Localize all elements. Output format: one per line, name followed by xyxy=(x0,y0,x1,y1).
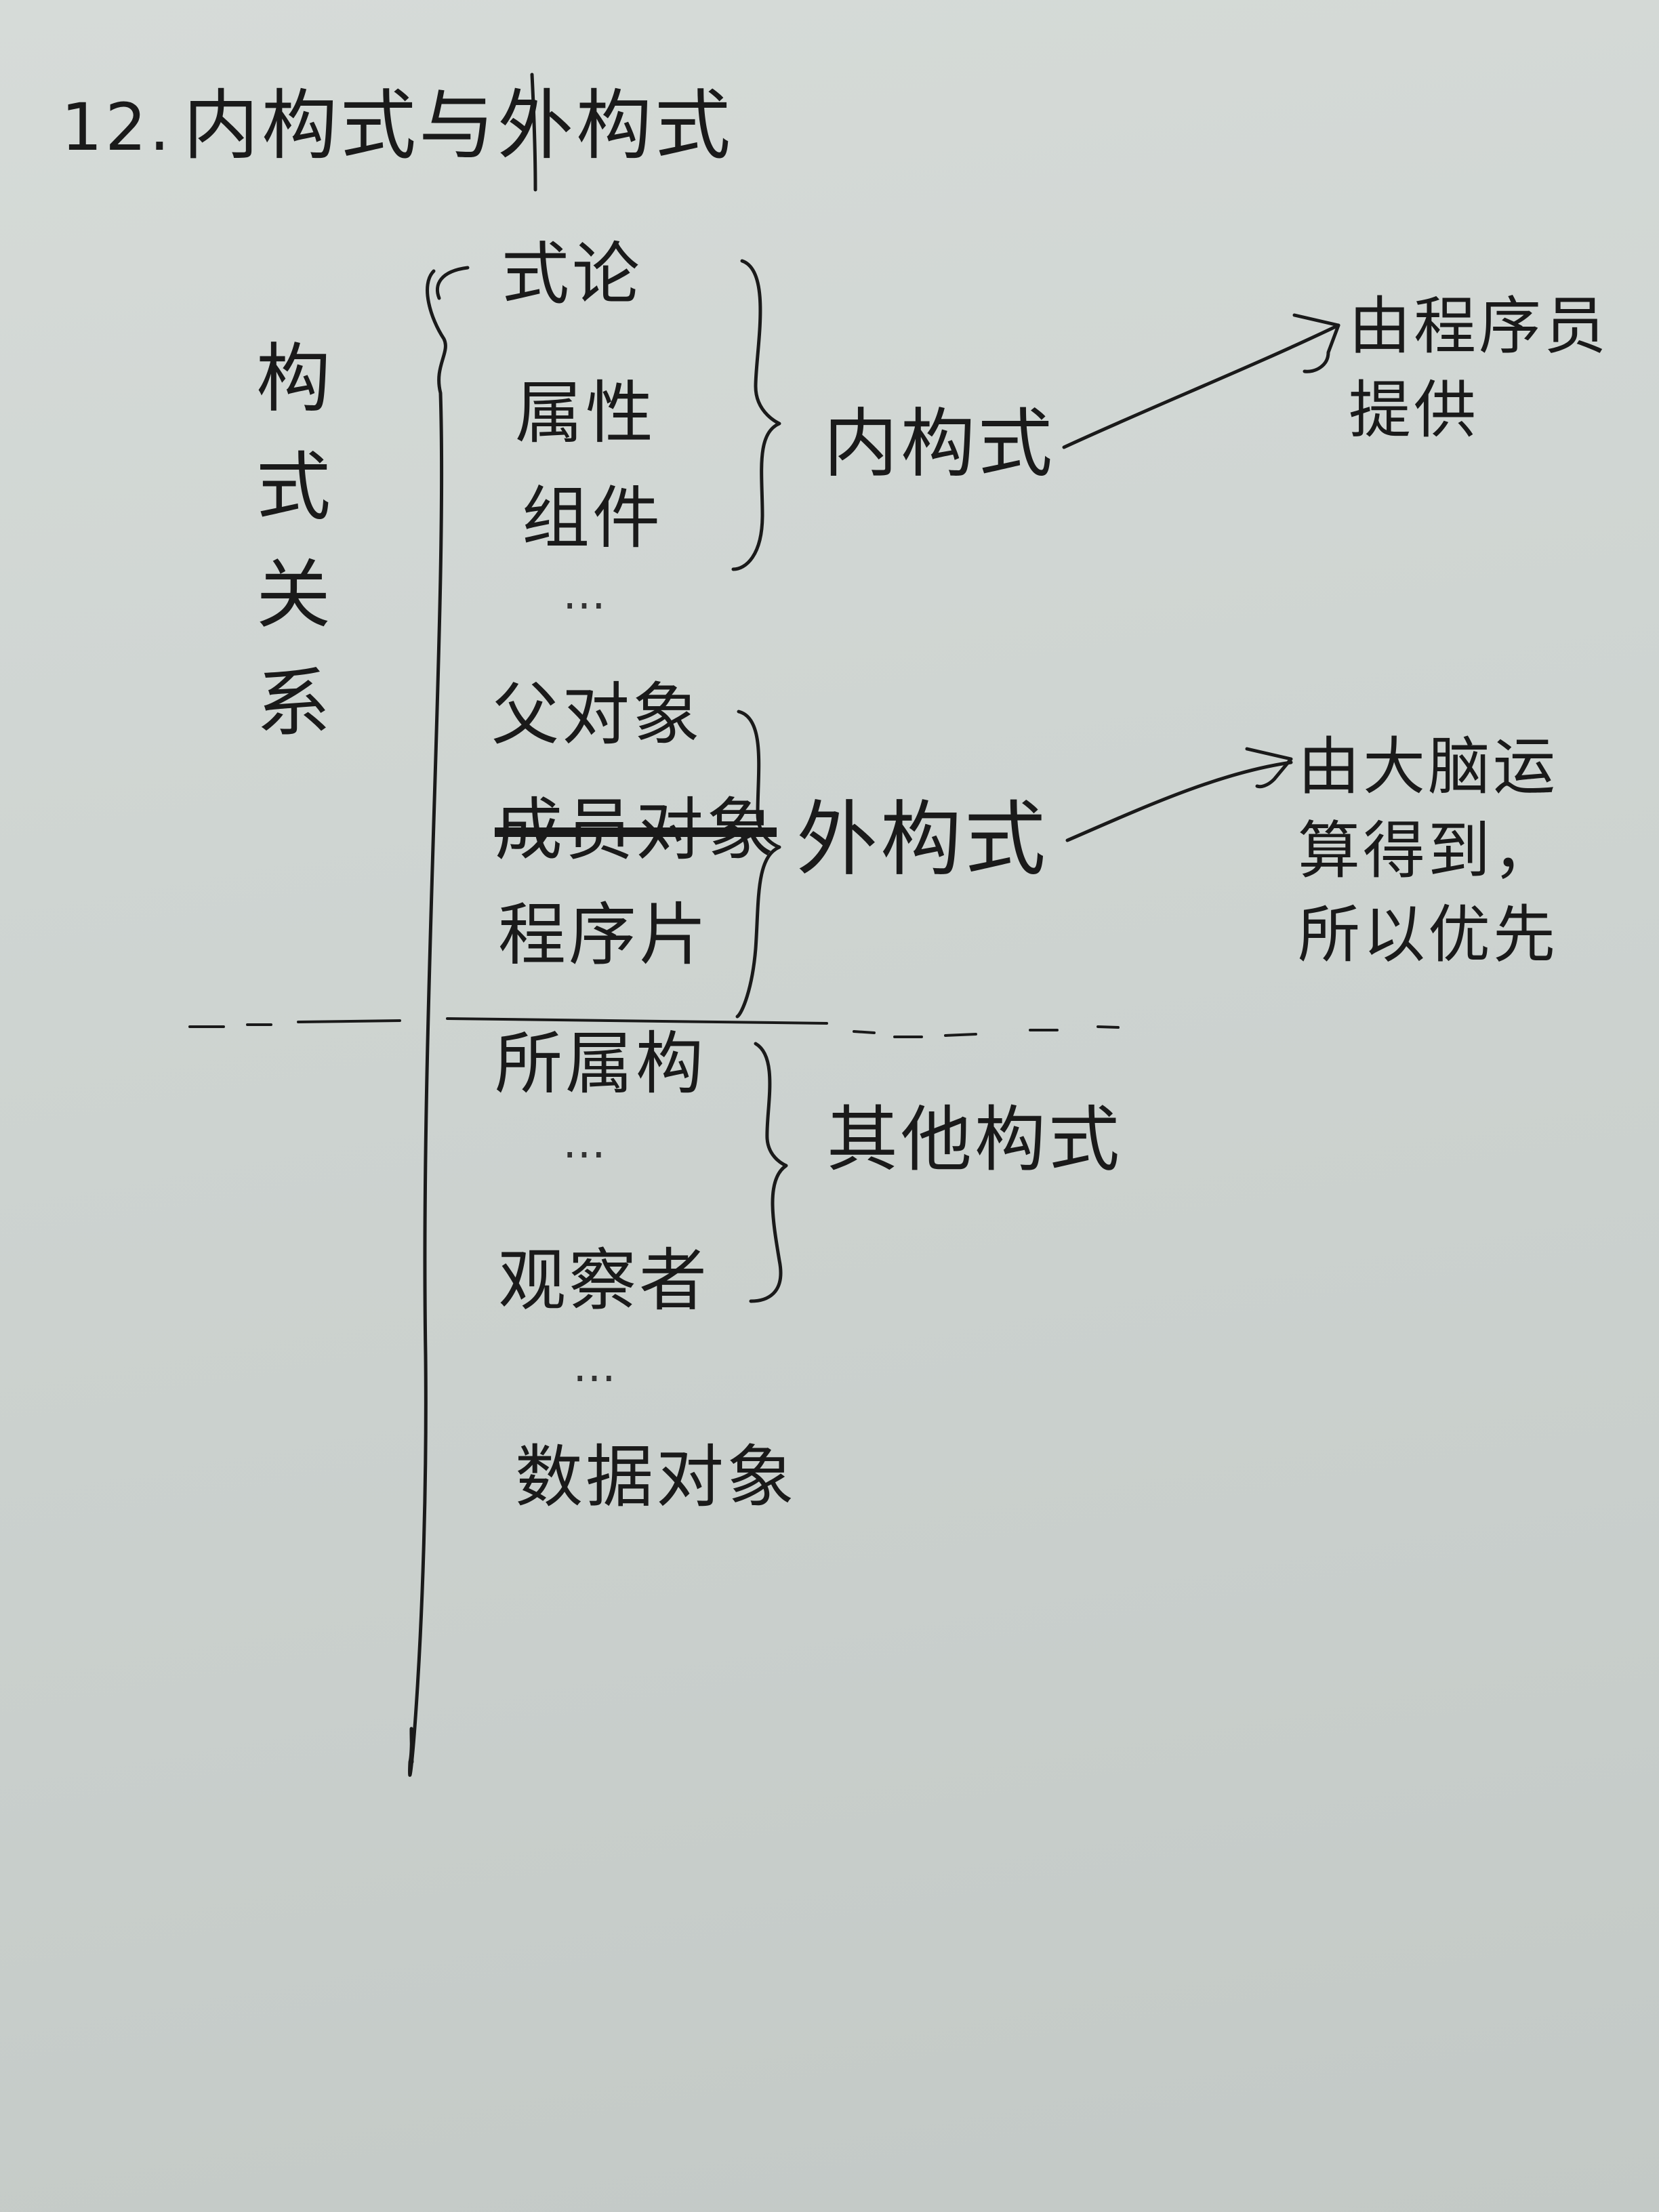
group-label-outer: 外构式 xyxy=(796,793,1048,887)
ellipsis-1: … xyxy=(562,569,606,619)
page-title: 内构式与外构式 xyxy=(183,82,733,170)
item-component: 组件 xyxy=(522,478,663,558)
item-style: 式论 xyxy=(501,234,642,314)
brace-other xyxy=(749,1042,788,1303)
brace-outer xyxy=(735,710,781,1019)
arrowhead-inner xyxy=(1292,313,1340,373)
note-inner: 由程序员提供 xyxy=(1349,290,1610,447)
title-stroke xyxy=(530,73,537,192)
arrowhead-outer xyxy=(1245,747,1293,789)
item-owner-construct: 所属构 xyxy=(495,1024,706,1103)
item-parent-object: 父对象 xyxy=(491,675,703,754)
item-member-object: 成员对象 xyxy=(495,790,777,869)
item-data-object: 数据对象 xyxy=(515,1437,797,1517)
axis-line xyxy=(407,269,447,1777)
group-label-other: 其他构式 xyxy=(827,1099,1123,1181)
item-property: 属性 xyxy=(515,373,656,453)
arrow-inner xyxy=(1062,323,1340,449)
ellipsis-2: … xyxy=(562,1118,606,1168)
item-observer: 观察者 xyxy=(498,1241,710,1320)
note-outer: 由大脑运算得到，所以优先 xyxy=(1298,731,1559,972)
brace-inner xyxy=(731,259,781,571)
item-program-segment: 程序片 xyxy=(498,895,710,975)
group-label-inner: 内构式 xyxy=(823,401,1055,487)
title-number: 12. xyxy=(61,89,173,165)
concept-label: 构式关系 xyxy=(256,335,333,747)
axis-brace-tip xyxy=(435,266,470,300)
divider-line xyxy=(188,1017,1120,1038)
ellipsis-3: … xyxy=(573,1342,616,1392)
arrow-outer xyxy=(1065,760,1293,842)
